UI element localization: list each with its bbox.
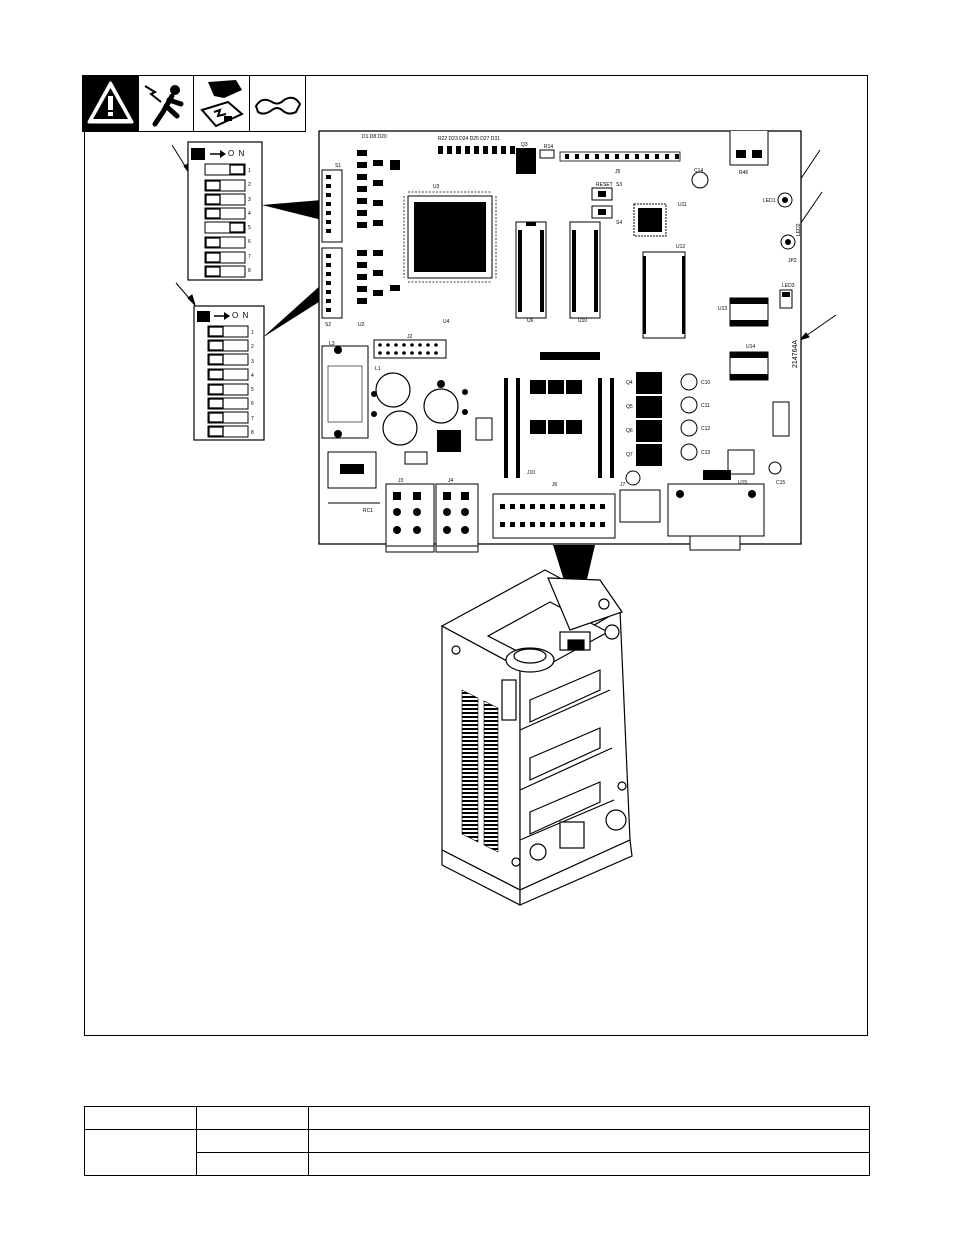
label-led3: LED3 [782,283,795,289]
label-u2: U2 [358,322,365,328]
s1-num-4: 4 [248,210,251,217]
label-d-center: R22 D23 D24 D25 D27 D31 [438,136,500,142]
table-cell [308,1129,870,1153]
s1-num-3: 3 [248,196,251,203]
label-c10: C10 [701,380,710,386]
label-c13: C13 [701,450,710,456]
table-row [84,1129,870,1176]
dip-switch-s2-detail [193,305,265,441]
label-jp2: JP2 [788,258,797,264]
label-u10: U10 [578,318,587,324]
electric-shock-icon [137,75,195,132]
label-c12: C12 [701,426,710,432]
label-reset: RESET [596,182,613,188]
label-j3: J3 [398,478,404,484]
label-l3: L3 [329,341,335,347]
s2-num-5: 5 [251,387,254,394]
label-led1: LED1 [763,198,776,204]
label-q5: Q5 [626,404,633,410]
label-j5: J5 [615,169,621,175]
s1-num-1: 1 [248,168,251,174]
table-row [84,1106,870,1130]
label-d-top: D1 D8 D20 [362,134,387,140]
s2-num-7: 7 [251,415,254,422]
label-u6: U6 [527,318,534,324]
dip-switch-s1-detail [187,141,263,281]
label-r14: R14 [544,144,553,150]
s2-num-3: 3 [251,358,254,365]
reference-table [84,1106,870,1176]
table-row [85,1152,870,1176]
label-s3: S3 [616,182,622,188]
label-j9: J9 [708,476,714,482]
label-s4: S4 [616,220,622,226]
label-j10: J10 [527,470,535,476]
table-cell [84,1106,197,1130]
s1-on-label: O N [228,149,246,158]
label-u3: U3 [433,184,440,190]
pc-board: D1 D8 D20 R22 D23 D24 D25 D27 D31 Q3 R14… [318,130,802,553]
label-u4: U4 [443,319,450,325]
table-cell [84,1129,197,1176]
label-j6: J6 [552,482,558,488]
label-q7: Q7 [626,452,633,458]
table-cell [196,1106,309,1130]
label-u15: U15 [738,480,747,486]
table-cell [308,1106,870,1130]
label-c15: C15 [776,480,785,486]
safety-icons [82,75,306,132]
s1-num-6: 6 [248,239,251,246]
s1-switch-numbers: 1 2 3 4 5 6 7 8 [248,164,258,278]
label-rc1: RC1 [363,508,373,514]
label-c14: C14 [694,168,703,174]
label-q4: Q4 [626,380,633,386]
warning-icon [82,75,139,132]
s2-num-4: 4 [251,372,254,379]
label-j7: J7 [620,482,626,488]
s1-num-7: 7 [248,253,251,260]
s2-num-1: 1 [251,330,254,336]
s2-num-8: 8 [251,430,254,437]
table-cell [308,1152,870,1176]
label-u14: U14 [746,344,755,350]
label-c11: C11 [701,403,710,409]
figure-frame [84,75,868,1036]
s2-num-6: 6 [251,401,254,408]
safety-glasses-icon [248,75,306,132]
label-u12: U12 [676,244,685,250]
label-j4: J4 [448,478,454,484]
label-q6: Q6 [626,428,633,434]
s2-num-2: 2 [251,344,254,351]
label-u13: U13 [718,306,727,312]
s2-on-label: O N [232,311,250,320]
s2-callout-wedge [262,284,322,338]
label-j2: J2 [407,334,413,340]
s1-callout-wedge [262,200,322,220]
s1-num-2: 2 [248,182,251,189]
label-u11: U11 [678,202,687,208]
s1-num-8: 8 [248,268,251,275]
label-s2: S2 [325,322,331,328]
s1-num-5: 5 [248,225,251,232]
unit-chassis [440,569,633,906]
label-s1: S1 [335,163,341,169]
table-cell [196,1129,309,1153]
label-l1: L1 [375,366,381,372]
label-led2: LED2 [796,223,802,236]
table-cell [196,1152,309,1176]
label-q3: Q3 [521,142,528,148]
board-part-number: 214764A [792,340,799,368]
s2-switch-numbers: 1 2 3 4 5 6 7 8 [251,326,261,440]
label-r46: R46 [739,170,748,176]
